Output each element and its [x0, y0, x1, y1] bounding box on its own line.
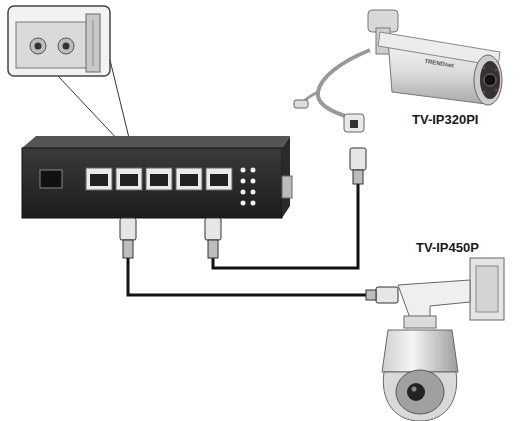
rj45-plugs — [120, 148, 398, 303]
model-label: TV-IP320PI — [412, 112, 478, 127]
terminal-callout — [8, 6, 130, 142]
ethernet-cables — [128, 182, 376, 295]
ptz-camera — [382, 258, 504, 421]
model-label: TV-IP450P — [416, 240, 479, 255]
bullet-camera — [294, 10, 502, 132]
poe-switch — [22, 136, 292, 218]
